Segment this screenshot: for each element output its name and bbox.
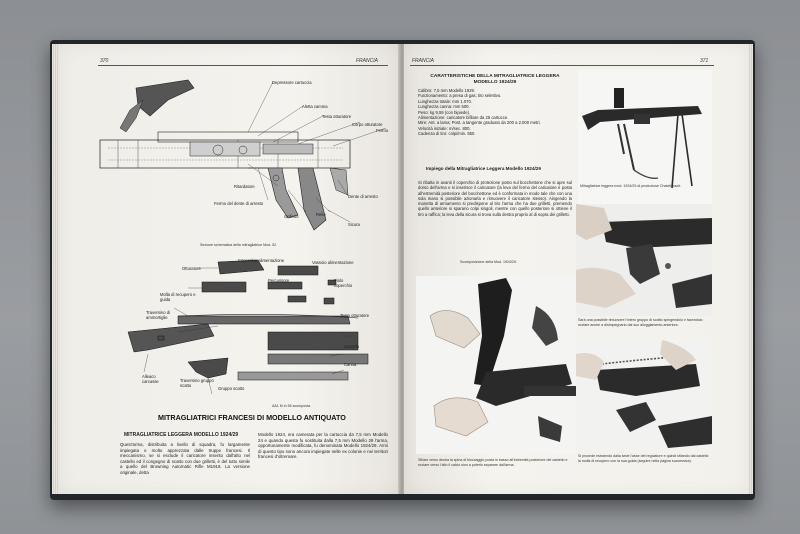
diagram1-caption: Sezione schematica della mitragliatrice …: [200, 243, 278, 247]
book-spine: [398, 44, 406, 494]
photo-trigger-group-removal: [576, 204, 712, 316]
label-dente: Dente di arresto: [348, 194, 378, 199]
spec-line: Peso: kg 9,59 (con bipiede).: [418, 109, 471, 115]
label-depressore: Depressore cartuccia: [272, 80, 312, 85]
usage-text: Si ribalta in avanti il coperchio di pro…: [418, 180, 572, 217]
photo-machine-gun-bipod: [578, 70, 712, 204]
label-canna: Canna: [344, 362, 357, 367]
left-running-head: FRANCIA: [356, 58, 378, 64]
header-rule-right: [410, 65, 714, 66]
exploded-diagram: [127, 259, 369, 395]
page-edges-left: [52, 44, 60, 494]
spec-list: Calibro: 7,5 mm Modello 1929. Funzioname…: [418, 88, 572, 137]
label-vassoio: Vassoio alimentazione: [312, 260, 354, 265]
photo-recoil-spring-removal: [576, 340, 712, 452]
label-traversino-amm: Traversino di ammortiglie: [146, 310, 171, 321]
label-castello: Castello: [344, 344, 360, 349]
right-page: FRANCIA 371 CARATTERISTICHE DELLA MITRAG…: [404, 44, 749, 494]
label-corpo: Corpo otturatore: [352, 122, 383, 127]
label-percussore: Percussore: [268, 278, 290, 283]
left-page: 370 FRANCIA: [58, 44, 398, 494]
left-page-number: 370: [100, 58, 109, 64]
label-molla: Molla di recupero e guida: [160, 292, 196, 303]
label-coperchio: Coperchio alimentazione: [238, 258, 285, 263]
section-title: MITRAGLIATRICI FRANCESI DI MODELLO ANTIQ…: [158, 413, 346, 422]
label-otturatore: Otturatore: [182, 266, 201, 271]
diagram2-caption: AA1 M in 55 scomposta.: [272, 404, 311, 408]
hands-caption: Sfilare verso destra la spina di bloccag…: [418, 458, 568, 467]
spec-line: Cadenza di tiro: colpi/min. 550.: [418, 131, 476, 137]
page-edges-right: [747, 44, 753, 494]
header-rule: [98, 65, 388, 66]
spec-title: CARATTERISTICHE DELLA MITRAGLIATRICE LEG…: [430, 74, 560, 85]
left-col1-text: Quest'arma, distribuita a livello di squ…: [120, 442, 250, 475]
label-relio: Relio: [316, 212, 326, 217]
spec-line: Lunghezza canna: mm 500.: [418, 104, 470, 110]
spec-line: Lunghezza totale: mm 1.070.: [418, 98, 473, 104]
label-testa-otturatore: Testa otturatore: [340, 313, 370, 318]
exploded-caption: Scomposizione della Mod. 1924/29.: [460, 260, 517, 264]
label-piolo: Piolo coperchio: [334, 278, 353, 289]
spec-line: Funzionamento: a presa di gas; tiro sele…: [418, 93, 502, 99]
spec-line: Calibro: 7,5 mm Modello 1929.: [418, 88, 476, 93]
label-fermo-dente: Fermo del dente di arresto: [214, 201, 264, 206]
label-aletta: Aletta camma: [302, 104, 328, 109]
spec-line: Mire: Ant. a lama; Post. a tangente grad…: [418, 120, 541, 126]
photo-top-caption: Mitragliatrice leggera mod. 1924/29 di p…: [580, 184, 682, 188]
spec-line: Alimentazione: caricatore bifilare da 25…: [418, 115, 509, 121]
sectional-diagram: [99, 79, 387, 231]
label-sicura: Sicura: [348, 222, 360, 227]
label-fermo: Fermo: [376, 128, 389, 133]
label-traversino-gruppo: Traversino gruppo scatto: [180, 378, 214, 389]
photo-disassembly-hands: [416, 276, 576, 454]
subsection-title: MITRAGLIATRICE LEGGERA MODELLO 1924/29: [124, 432, 239, 438]
right-running-head: FRANCIA: [412, 58, 434, 64]
label-grilletto: Grilletto: [284, 214, 299, 219]
right-page-number: 371: [700, 58, 709, 64]
label-gruppo: Gruppo scatto: [218, 386, 245, 391]
label-testa: Testa otturatore: [322, 114, 352, 119]
spec-line: Velocità iniziale: m/sec. 800.: [418, 125, 471, 131]
label-alleaco: Alleaco carcasse: [142, 374, 159, 385]
photo-mid-caption: Sarà una possibile rimuovere l'intero gr…: [578, 318, 703, 327]
photo-bottom-caption: Si procede estraendo dalla sede l'asse d…: [578, 454, 709, 463]
usage-title: Impiego della Mitragliatrice Leggera Mod…: [426, 166, 541, 171]
label-ritardatore: Ritardatore: [234, 184, 255, 189]
left-col2-text: Modello 1924, era camerata per la cartuc…: [258, 432, 388, 460]
